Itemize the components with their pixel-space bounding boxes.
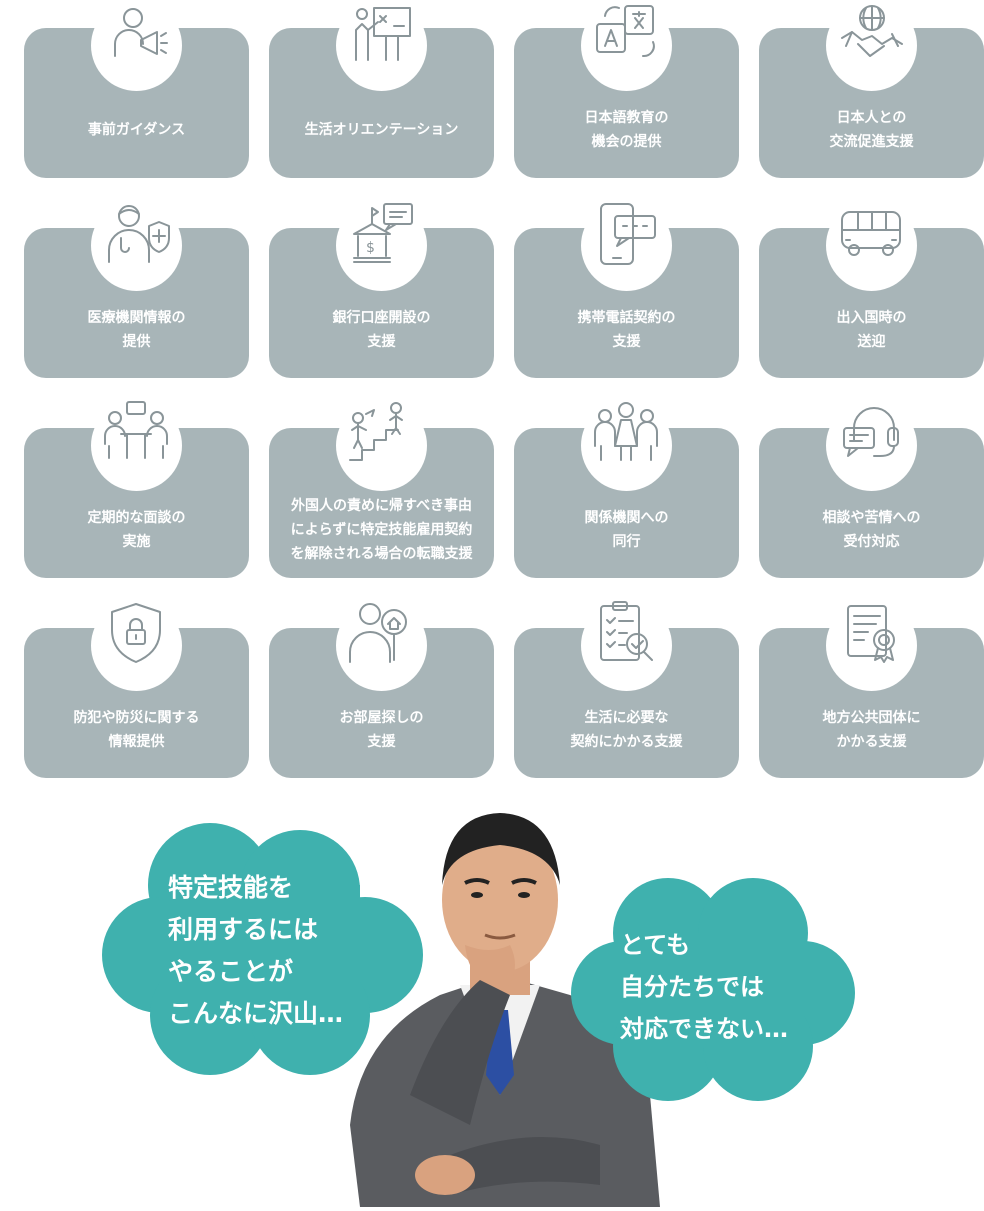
- doctor-shield-icon: [101, 200, 172, 271]
- card-label: 関係機関への 同行: [584, 510, 669, 550]
- svg-text:$: $: [366, 240, 375, 256]
- group-people-icon: [591, 400, 662, 471]
- cloud-left-text: 特定技能を 利用するには やることが こんなに沢山…: [168, 873, 344, 1028]
- card-label: 事前ガイダンス: [87, 122, 186, 138]
- card-label: 銀行口座開設の 支援: [332, 310, 431, 350]
- card-label: 医療機関情報の 提供: [87, 310, 186, 350]
- card-life-orientation: 生活オリエンテーション: [269, 0, 494, 178]
- icon-notch: [336, 400, 427, 491]
- card-label: 防犯や防災に関する 情報提供: [73, 710, 200, 750]
- certificate-icon: [836, 600, 907, 671]
- card-regular-interview: 定期的な面談の 実施: [24, 400, 249, 578]
- smartphone-chat-icon: [591, 200, 662, 271]
- cloud-shape: [102, 823, 423, 1075]
- card-airport-transfer: 出入国時の 送迎: [759, 200, 984, 378]
- card-exchange-support: 日本人との 交流促進支援: [759, 0, 984, 178]
- card-label: 外国人の責めに帰すべき事由 によらずに特定技能雇用契約 を解除される場合の転職支…: [290, 498, 473, 562]
- card-mobile-contract: 携帯電話契約の 支援: [514, 200, 739, 378]
- card-crime-disaster-info: 防犯や防災に関する 情報提供: [24, 600, 249, 778]
- icon-notch: [91, 0, 182, 91]
- translate-icon: [591, 0, 662, 71]
- card-label: 日本語教育の 機会の提供: [584, 110, 669, 150]
- card-label: 生活に必要な 契約にかかる支援: [570, 710, 683, 750]
- headset-chat-icon: [836, 400, 907, 471]
- card-label: 日本人との 交流促進支援: [829, 110, 914, 150]
- thought-cloud-right: とても 自分たちでは 対応できない…: [568, 868, 858, 1106]
- card-medical-info: 医療機関情報の 提供: [24, 200, 249, 378]
- card-accompany-agencies: 関係機関への 同行: [514, 400, 739, 578]
- globe-handshake-icon: [836, 0, 907, 71]
- meeting-table-icon: [101, 400, 172, 471]
- icon-notch: [336, 0, 427, 91]
- career-steps-icon: [346, 400, 417, 471]
- megaphone-presenter-icon: [101, 0, 172, 71]
- card-label: 定期的な面談の 実施: [87, 510, 186, 550]
- bus-icon: [836, 200, 907, 271]
- card-label: お部屋探しの 支援: [339, 710, 424, 750]
- shield-lock-icon: [101, 600, 172, 671]
- card-label: 地方公共団体に かかる支援: [822, 710, 921, 750]
- card-bank-account: $ 銀行口座開設の 支援: [269, 200, 494, 378]
- cloud-shape: [571, 878, 855, 1101]
- card-consultation: 相談や苦情への 受付対応: [759, 400, 984, 578]
- card-pre-guidance: 事前ガイダンス: [24, 0, 249, 178]
- card-label: 携帯電話契約の 支援: [577, 310, 676, 350]
- card-label: 相談や苦情への 受付対応: [822, 510, 921, 550]
- card-job-change-support: 外国人の責めに帰すべき事由 によらずに特定技能雇用契約 を解除される場合の転職支…: [269, 400, 494, 578]
- icon-notch: [91, 600, 182, 691]
- presentation-board-icon: [346, 0, 417, 71]
- icon-notch: [826, 400, 917, 491]
- card-label: 生活オリエンテーション: [304, 122, 459, 138]
- thinking-businessman-illustration: [350, 795, 660, 1207]
- support-services-grid: 事前ガイダンス 生活オリエンテーション 日本語教育の 機会の提供 日本人との 交…: [24, 0, 984, 778]
- thought-cloud-left: 特定技能を 利用するには やることが こんなに沢山…: [100, 815, 425, 1080]
- card-room-search: お部屋探しの 支援: [269, 600, 494, 778]
- bank-chat-icon: $: [346, 200, 417, 271]
- clipboard-search-icon: [591, 600, 662, 671]
- card-local-government: 地方公共団体に かかる支援: [759, 600, 984, 778]
- card-label: 出入国時の 送迎: [836, 310, 907, 350]
- person-house-search-icon: [346, 600, 417, 671]
- card-japanese-education: 日本語教育の 機会の提供: [514, 0, 739, 178]
- icon-notch: [91, 400, 182, 491]
- cloud-right-text: とても 自分たちでは 対応できない…: [620, 931, 788, 1043]
- card-life-contracts: 生活に必要な 契約にかかる支援: [514, 600, 739, 778]
